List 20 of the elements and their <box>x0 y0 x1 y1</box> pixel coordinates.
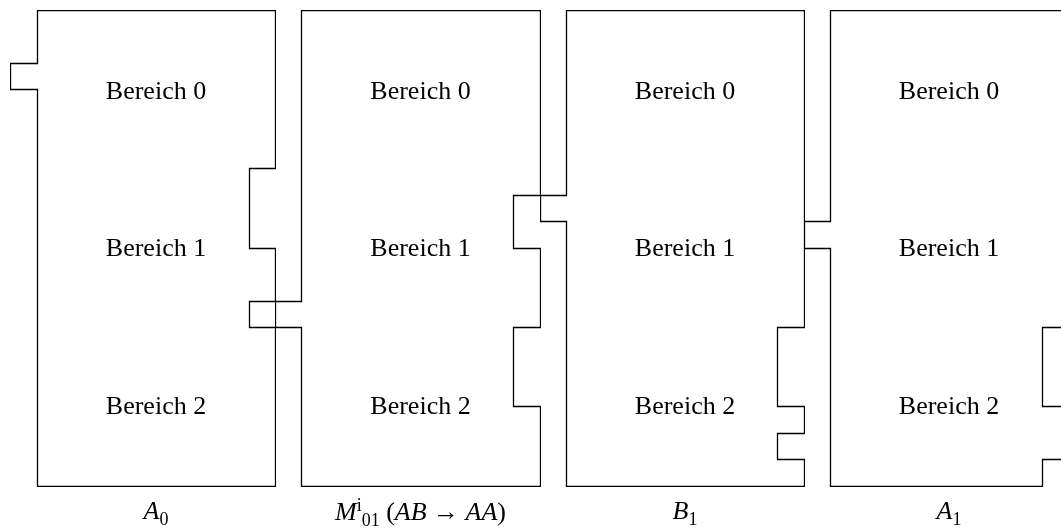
region-label: Bereich 1 <box>105 233 207 263</box>
region-label: Bereich 2 <box>370 391 471 421</box>
panel-outline <box>540 10 805 487</box>
region-label: Bereich 2 <box>634 391 736 421</box>
region-label: Bereich 0 <box>898 76 1000 106</box>
region-label: Bereich 1 <box>370 233 471 263</box>
region-label: Bereich 2 <box>105 391 207 421</box>
region-label: Bereich 0 <box>634 76 736 106</box>
panel-outline <box>804 10 1061 487</box>
region-label: Bereich 2 <box>898 391 1000 421</box>
region-label: Bereich 0 <box>105 76 207 106</box>
panel-caption: M$^{i}$$_{01}$ (AB → AA) <box>334 494 507 530</box>
panel-outline <box>275 10 541 487</box>
panel-outline <box>10 10 276 487</box>
panel-caption: A$_{1}$ <box>936 495 962 530</box>
panel-caption: B$_{1}$ <box>672 495 698 530</box>
region-label: Bereich 1 <box>898 233 1000 263</box>
region-label: Bereich 1 <box>634 233 736 263</box>
region-label: Bereich 0 <box>370 76 471 106</box>
panel-caption: A$_{0}$ <box>143 495 169 530</box>
